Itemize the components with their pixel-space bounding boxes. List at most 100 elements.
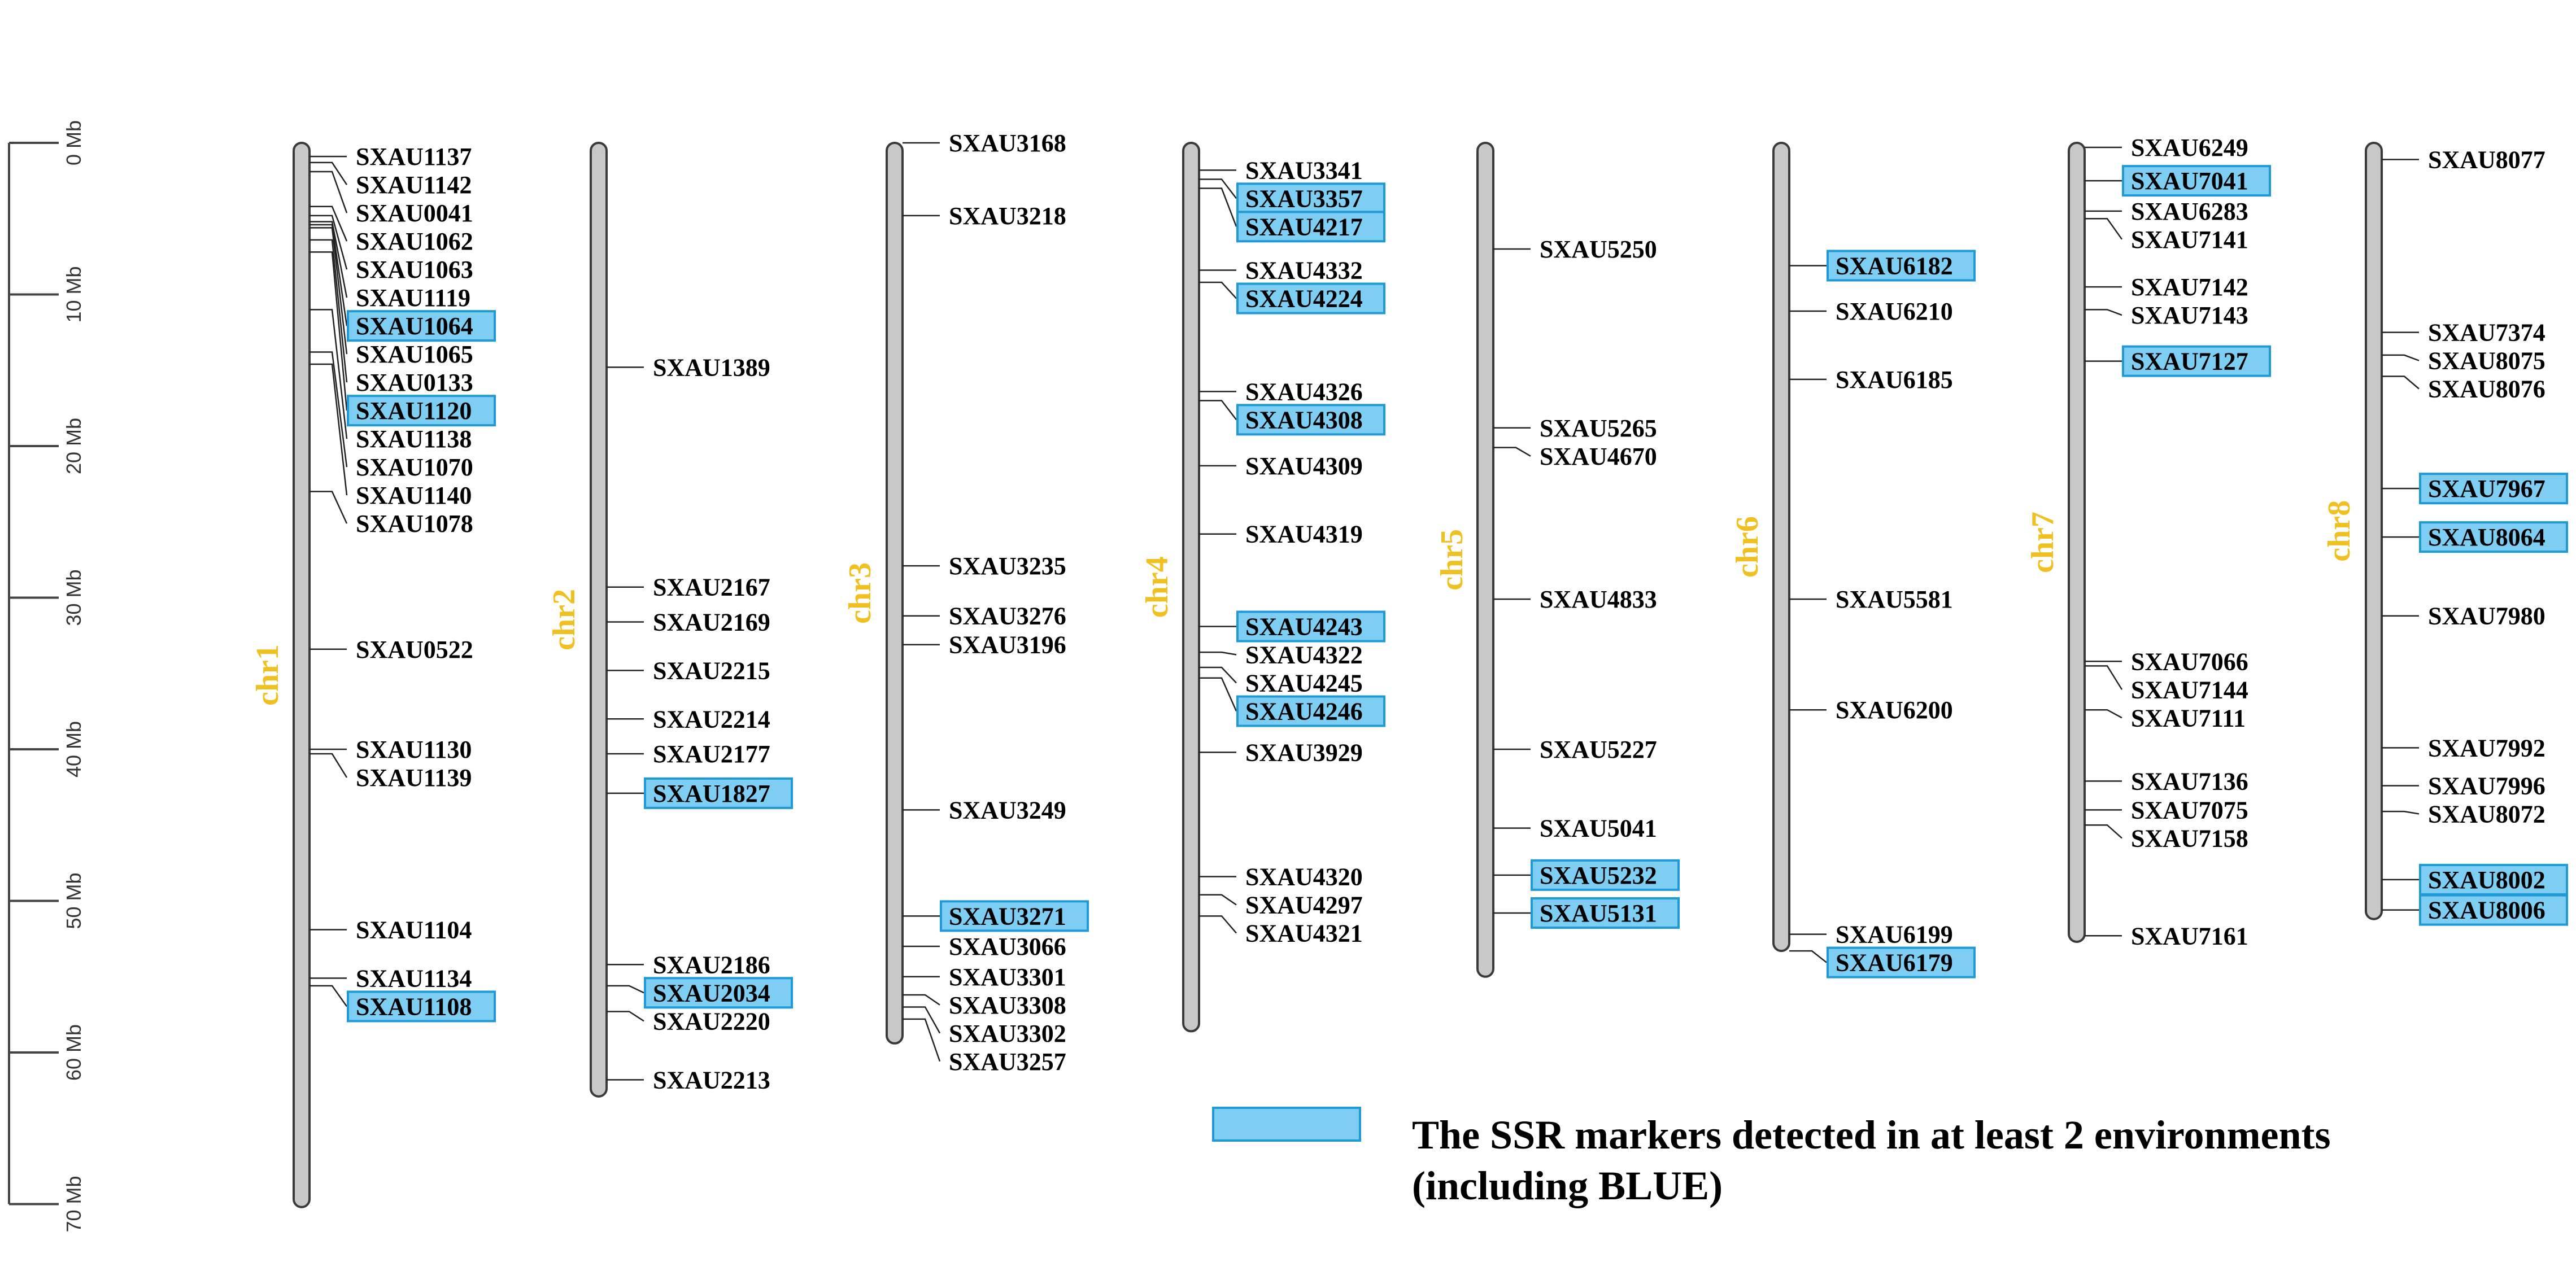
marker-label: SXAU1138 — [356, 425, 472, 453]
marker-label: SXAU6200 — [1836, 696, 1953, 724]
chromosome-chr1: chr1SXAU1137SXAU1142SXAU0041SXAU1062SXAU… — [250, 142, 496, 1208]
marker-label: SXAU1120 — [356, 397, 472, 425]
marker-label: SXAU3357 — [1245, 185, 1363, 212]
marker-label: SXAU4321 — [1245, 920, 1363, 947]
marker-label: SXAU3301 — [949, 963, 1066, 991]
marker-connector — [1199, 187, 1237, 227]
chr5-label: chr5 — [1435, 529, 1470, 591]
marker-highlight-box — [1236, 182, 1385, 215]
marker-label: SXAU6210 — [1836, 298, 1953, 325]
marker-label: SXAU4670 — [1540, 443, 1657, 470]
chr5-bar — [1476, 142, 1494, 978]
marker-highlight-box — [644, 777, 793, 809]
marker-label: SXAU2214 — [653, 705, 770, 733]
scale-tick-label: 30 Mb — [62, 569, 85, 626]
chr7-bar — [2068, 142, 2086, 943]
marker-connector — [310, 351, 348, 468]
marker-label: SXAU7980 — [2428, 602, 2546, 630]
marker-label: SXAU4243 — [1245, 613, 1363, 641]
marker-label: SXAU3308 — [949, 992, 1066, 1019]
marker-label: SXAU8075 — [2428, 347, 2546, 375]
marker-highlight-box — [1531, 859, 1680, 891]
marker-connector — [310, 206, 348, 242]
marker-label: SXAU4308 — [1245, 406, 1363, 434]
scale-tick-label: 40 Mb — [62, 721, 85, 778]
marker-highlight-box — [1236, 610, 1385, 643]
marker-highlight-box — [644, 977, 793, 1009]
marker-label: SXAU5131 — [1540, 899, 1657, 927]
marker-highlight-box — [1236, 282, 1385, 315]
marker-label: SXAU2167 — [653, 574, 770, 601]
marker-highlight-box — [2419, 894, 2568, 926]
marker-label: SXAU3341 — [1245, 156, 1363, 184]
marker-label: SXAU2177 — [653, 740, 770, 768]
marker-label: SXAU5250 — [1540, 235, 1657, 263]
marker-label: SXAU1827 — [653, 780, 770, 807]
chr2-label: chr2 — [547, 589, 582, 650]
chromosome-chr8: chr8SXAU8077SXAU7374SXAU8075SXAU8076SXAU… — [2322, 142, 2568, 926]
marker-label: SXAU3271 — [949, 902, 1066, 930]
marker-label: SXAU1078 — [356, 510, 473, 538]
marker-label: SXAU6249 — [2131, 134, 2248, 161]
marker-highlight-box — [940, 900, 1089, 932]
marker-label: SXAU5265 — [1540, 414, 1657, 442]
marker-label: SXAU7967 — [2428, 475, 2546, 503]
marker-label: SXAU2169 — [653, 608, 770, 636]
marker-connector — [310, 251, 348, 411]
marker-connector — [310, 215, 348, 270]
scale-tick-label: 60 Mb — [62, 1024, 85, 1081]
marker-label: SXAU8072 — [2428, 800, 2546, 828]
marker-label: SXAU3218 — [949, 202, 1066, 230]
marker-connector — [1199, 281, 1237, 299]
marker-label: SXAU0133 — [356, 369, 473, 396]
marker-connector — [607, 985, 644, 994]
marker-highlight-box — [2419, 521, 2568, 553]
marker-label: SXAU4326 — [1245, 378, 1363, 405]
marker-connector — [310, 491, 348, 524]
marker-label: SXAU8076 — [2428, 375, 2546, 403]
marker-label: SXAU1130 — [356, 736, 472, 763]
marker-label: SXAU5581 — [1836, 586, 1953, 613]
chr8-bar — [2365, 142, 2383, 920]
marker-label: SXAU8064 — [2428, 523, 2546, 551]
chromosome-chr4: chr4SXAU3341SXAU3357SXAU4217SXAU4332SXAU… — [1140, 142, 1385, 1033]
marker-connector — [2085, 309, 2122, 316]
marker-label: SXAU1142 — [356, 171, 472, 199]
chromosome-chr7: chr7SXAU6249SXAU7041SXAU6283SXAU7141SXAU… — [2025, 134, 2271, 950]
scale-tick-label: 50 Mb — [62, 872, 85, 929]
marker-label: SXAU2034 — [653, 979, 770, 1007]
marker-label: SXAU6283 — [2131, 198, 2248, 225]
marker-connector — [310, 227, 348, 355]
marker-label: SXAU4833 — [1540, 586, 1657, 613]
marker-label: SXAU7992 — [2428, 734, 2546, 762]
marker-highlight-box — [1827, 250, 1976, 282]
chr6-label: chr6 — [1730, 516, 1765, 578]
marker-label: SXAU7374 — [2428, 319, 2546, 347]
marker-label: SXAU6185 — [1836, 366, 1953, 394]
marker-label: SXAU6179 — [1836, 949, 1953, 977]
marker-connector — [2085, 665, 2123, 690]
marker-label: SXAU3168 — [949, 129, 1066, 157]
marker-label: SXAU4309 — [1245, 452, 1363, 480]
marker-connector — [1199, 915, 1237, 934]
marker-label: SXAU8077 — [2428, 146, 2546, 174]
marker-label: SXAU2213 — [653, 1066, 770, 1094]
marker-highlight-box — [1531, 897, 1680, 929]
marker-label: SXAU1062 — [356, 228, 473, 255]
marker-connector — [2085, 824, 2122, 839]
chromosomes: chr1SXAU1137SXAU1142SXAU0041SXAU1062SXAU… — [250, 129, 2568, 1208]
marker-label: SXAU2215 — [653, 657, 770, 684]
marker-label: SXAU1108 — [356, 993, 472, 1020]
marker-connector — [1199, 677, 1237, 712]
marker-connector — [310, 161, 348, 185]
chr6-bar — [1772, 142, 1790, 953]
marker-connector — [2382, 375, 2420, 390]
marker-label: SXAU7136 — [2131, 767, 2248, 795]
marker-highlight-box — [1827, 946, 1976, 979]
marker-label: SXAU0522 — [356, 636, 473, 663]
marker-highlight-box — [1236, 404, 1385, 436]
chr2-bar — [590, 142, 608, 1098]
chr7-label: chr7 — [2025, 512, 2060, 573]
marker-connector — [310, 309, 348, 439]
